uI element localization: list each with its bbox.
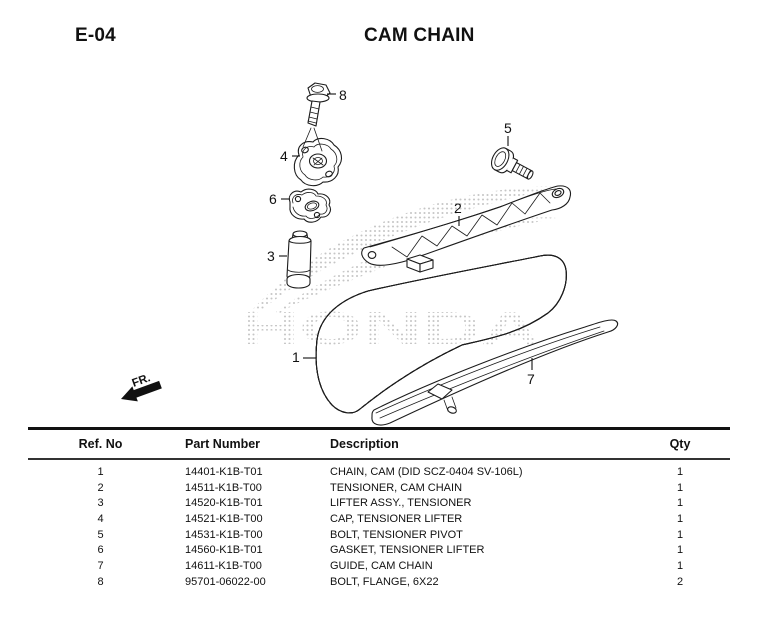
cell-qty: 1 bbox=[676, 465, 684, 478]
table-row: 7 14611-K1B-T00 GUIDE, CAM CHAIN 1 bbox=[28, 558, 730, 574]
column-header-qty: Qty bbox=[669, 437, 691, 451]
cell-part-number: 14531-K1B-T00 bbox=[185, 528, 263, 541]
callout-7: 7 bbox=[527, 358, 535, 387]
cell-description: CAP, TENSIONER LIFTER bbox=[330, 512, 463, 525]
cell-qty: 1 bbox=[676, 559, 684, 572]
cell-ref: 8 bbox=[97, 575, 104, 588]
fr-label: FR. bbox=[131, 372, 153, 390]
cell-ref: 7 bbox=[97, 559, 104, 572]
column-header-ref: Ref. No bbox=[78, 437, 123, 451]
cell-qty: 1 bbox=[676, 512, 684, 525]
table-row: 2 14511-K1B-T00 TENSIONER, CAM CHAIN 1 bbox=[28, 480, 730, 496]
callout-label: 5 bbox=[504, 120, 512, 136]
column-header-part: Part Number bbox=[185, 437, 261, 451]
cell-part-number: 14521-K1B-T00 bbox=[185, 512, 263, 525]
cell-description: GASKET, TENSIONER LIFTER bbox=[330, 544, 485, 557]
callout-label: 7 bbox=[527, 371, 535, 387]
cell-qty: 2 bbox=[676, 575, 684, 588]
table-header-row: Ref. No Part Number Description Qty bbox=[28, 430, 730, 458]
callout-label: 1 bbox=[292, 349, 300, 365]
callout-label: 2 bbox=[454, 200, 462, 216]
part-lifter-assy-tensioner bbox=[286, 230, 312, 289]
cell-part-number: 14511-K1B-T00 bbox=[185, 481, 262, 494]
part-cam-chain bbox=[315, 254, 567, 414]
cell-ref: 3 bbox=[97, 497, 104, 510]
callout-label: 4 bbox=[280, 148, 288, 164]
cell-qty: 1 bbox=[676, 497, 684, 510]
cell-description: BOLT, TENSIONER PIVOT bbox=[330, 528, 463, 541]
cell-description: BOLT, FLANGE, 6X22 bbox=[330, 575, 439, 588]
cell-description: TENSIONER, CAM CHAIN bbox=[330, 481, 463, 494]
table-body: 1 14401-K1B-T01 CHAIN, CAM (DID SCZ-0404… bbox=[28, 464, 730, 590]
callout-2: 2 bbox=[454, 200, 462, 226]
parts-table: Ref. No Part Number Description Qty 1 14… bbox=[28, 427, 730, 590]
table-row: 6 14560-K1B-T01 GASKET, TENSIONER LIFTER… bbox=[28, 542, 730, 558]
callout-3: 3 bbox=[267, 248, 287, 264]
cell-ref: 2 bbox=[97, 481, 104, 494]
cell-part-number: 95701-06022-00 bbox=[185, 575, 266, 588]
table-row: 8 95701-06022-00 BOLT, FLANGE, 6X22 2 bbox=[28, 574, 730, 590]
column-header-desc: Description bbox=[330, 437, 399, 451]
part-bolt-tensioner-pivot bbox=[490, 147, 534, 180]
callout-5: 5 bbox=[504, 120, 512, 146]
cell-part-number: 14560-K1B-T01 bbox=[185, 544, 263, 557]
cell-ref: 5 bbox=[97, 528, 104, 541]
cell-ref: 6 bbox=[97, 544, 104, 557]
page-code: E-04 bbox=[75, 25, 116, 46]
callout-6: 6 bbox=[269, 191, 290, 207]
part-gasket-tensioner-lifter bbox=[288, 188, 331, 223]
cell-qty: 1 bbox=[676, 481, 684, 494]
cell-ref: 1 bbox=[97, 465, 104, 478]
cell-part-number: 14401-K1B-T01 bbox=[185, 465, 263, 478]
cell-description: LIFTER ASSY., TENSIONER bbox=[330, 497, 472, 510]
table-row: 5 14531-K1B-T00 BOLT, TENSIONER PIVOT 1 bbox=[28, 527, 730, 543]
table-row: 3 14520-K1B-T01 LIFTER ASSY., TENSIONER … bbox=[28, 495, 730, 511]
callout-4: 4 bbox=[280, 148, 300, 164]
part-tensioner-cam-chain bbox=[361, 185, 572, 273]
cell-qty: 1 bbox=[676, 544, 684, 557]
cell-part-number: 14520-K1B-T01 bbox=[185, 497, 263, 510]
table-row: 1 14401-K1B-T01 CHAIN, CAM (DID SCZ-0404… bbox=[28, 464, 730, 480]
page-title: CAM CHAIN bbox=[364, 25, 475, 46]
cell-ref: 4 bbox=[97, 512, 104, 525]
watermark-text: HONDA bbox=[240, 302, 540, 354]
callout-label: 3 bbox=[267, 248, 275, 264]
part-bolt-flange bbox=[302, 82, 331, 152]
fr-direction-arrow: FR. bbox=[121, 372, 162, 402]
honda-watermark: HONDA bbox=[240, 186, 558, 354]
part-guide-cam-chain bbox=[371, 319, 619, 426]
table-top-rule bbox=[28, 427, 730, 430]
callout-1: 1 bbox=[292, 349, 316, 365]
part-cap-tensioner-lifter bbox=[293, 137, 343, 187]
cell-part-number: 14611-K1B-T00 bbox=[185, 559, 262, 572]
cell-description: GUIDE, CAM CHAIN bbox=[330, 559, 433, 572]
table-row: 4 14521-K1B-T00 CAP, TENSIONER LIFTER 1 bbox=[28, 511, 730, 527]
table-header-rule bbox=[28, 458, 730, 460]
callout-label: 8 bbox=[339, 87, 347, 103]
callout-8: 8 bbox=[327, 87, 347, 103]
cell-qty: 1 bbox=[676, 528, 684, 541]
callout-label: 6 bbox=[269, 191, 277, 207]
parts-diagram: HONDA bbox=[121, 82, 619, 426]
cell-description: CHAIN, CAM (DID SCZ-0404 SV-106L) bbox=[330, 465, 523, 478]
